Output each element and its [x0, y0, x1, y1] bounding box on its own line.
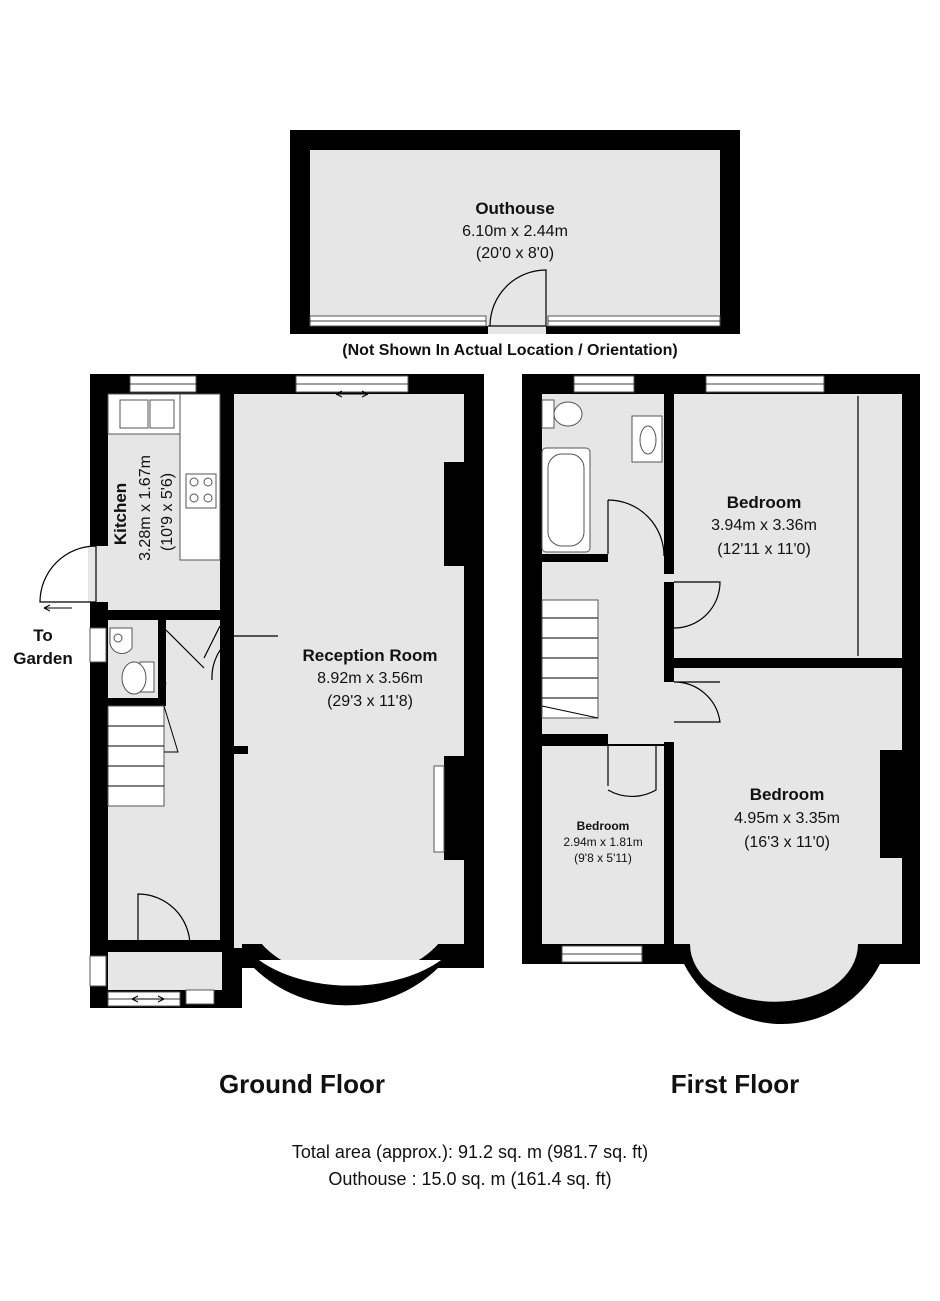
kitchen-dims-m: 3.28m x 1.67m	[137, 455, 154, 561]
bedroom-back-dims-m: 3.94m x 3.36m	[711, 517, 817, 534]
ground-floor-title: Ground Floor	[219, 1069, 385, 1099]
kitchen-title: Kitchen	[111, 483, 130, 545]
bedroom-small-dims-m: 2.94m x 1.81m	[563, 835, 642, 849]
bedroom-small-dims-ft: (9'8 x 5'11)	[574, 851, 632, 865]
outhouse-plan: Outhouse 6.10m x 2.44m (20'0 x 8'0) (Not…	[290, 130, 740, 359]
bedroom-small-title: Bedroom	[577, 819, 630, 833]
bedroom-front-title: Bedroom	[750, 785, 825, 804]
outhouse-dims-m: 6.10m x 2.44m	[462, 223, 568, 240]
outhouse-dims-ft: (20'0 x 8'0)	[476, 245, 554, 262]
first-floor-title: First Floor	[671, 1069, 800, 1099]
ground-floor-plan: Kitchen 3.28m x 1.67m (10'9 x 5'6) Recep…	[13, 374, 484, 1099]
outhouse-area-text: Outhouse : 15.0 sq. m (161.4 sq. ft)	[328, 1169, 611, 1189]
reception-room-dims-ft: (29'3 x 11'8)	[327, 693, 413, 710]
to-garden-label-line2: Garden	[13, 649, 73, 668]
kitchen-dims-ft: (10'9 x 5'6)	[159, 473, 176, 551]
reception-room-dims-m: 8.92m x 3.56m	[317, 670, 423, 687]
outhouse-location-note: (Not Shown In Actual Location / Orientat…	[342, 342, 677, 359]
total-area-text: Total area (approx.): 91.2 sq. m (981.7 …	[292, 1142, 648, 1162]
bedroom-back-title: Bedroom	[727, 493, 802, 512]
bedroom-back-dims-ft: (12'11 x 11'0)	[717, 541, 811, 558]
reception-room-title: Reception Room	[302, 646, 437, 665]
first-floor-plan: Bedroom 3.94m x 3.36m (12'11 x 11'0) Bed…	[522, 374, 920, 1099]
bedroom-front-dims-m: 4.95m x 3.35m	[734, 810, 840, 827]
outhouse-title: Outhouse	[475, 199, 554, 218]
to-garden-label-line1: To	[33, 626, 53, 645]
bedroom-front-dims-ft: (16'3 x 11'0)	[744, 834, 830, 851]
area-totals: Total area (approx.): 91.2 sq. m (981.7 …	[292, 1142, 648, 1189]
